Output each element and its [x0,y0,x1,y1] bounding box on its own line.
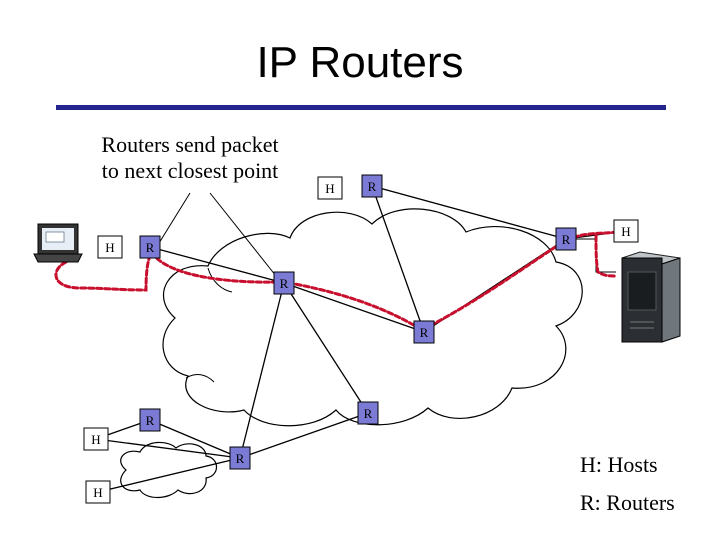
router-r-right: R [555,227,577,251]
router-label-r-top: R [368,179,377,194]
host-h-server: H [613,219,639,243]
router-r-center: R [273,271,295,295]
slide-title: IP Routers [256,38,464,87]
host-box-h-bottom-2 [85,480,111,504]
router-r-top: R [361,174,383,198]
router-box-r-center [273,271,295,295]
callout-line-1: Routers send packet [101,132,279,157]
server-tower-icon [621,251,681,343]
router-label-r-mid: R [420,325,429,340]
router-label-r-bottom-center: R [236,451,245,466]
laptop-icon [33,223,83,263]
host-box-h-top [317,176,343,200]
host-box-h-server [613,219,639,243]
cloud-inner-curve-2 [207,267,233,293]
host-box-h-bottom-1 [83,427,109,451]
host-h-laptop: H [97,235,123,259]
legend-hosts: H: Hosts [580,452,658,477]
router-r-bottom-right: R [357,401,379,425]
router-r-bottom-left: R [139,408,161,432]
router-r-left: R [139,235,161,259]
link-r-top-to-r-mid [371,185,425,333]
router-r-bottom-center: R [229,446,251,470]
network-links [66,185,627,493]
router-box-r-bottom-center [229,446,251,470]
router-r-mid: R [413,320,435,344]
small-cloud [120,441,218,499]
router-label-r-bottom-right: R [364,406,373,421]
callout-line-2: to next closest point [101,158,279,183]
callout-pointer-1 [155,192,191,249]
title-underline [56,105,666,110]
host-label-h-laptop: H [105,240,114,255]
legend-routers: R: Routers [580,490,675,515]
link-r-center-to-r-mid [283,282,425,333]
internet-cloud [162,208,583,427]
router-box-r-bottom-left [139,408,161,432]
callout-pointer-2 [209,192,277,277]
laptop-screen-window [45,231,65,243]
host-h-bottom-1: H [83,427,109,451]
link-r-bottom-left-to-r-bottom-center [149,419,241,459]
link-r-left-to-r-center [149,246,285,284]
router-box-r-right [555,227,577,251]
host-label-h-server: H [621,224,630,239]
network-nodes: H R H R R H R R R R R H H [83,174,639,504]
server-side [661,257,681,343]
router-box-r-bottom-right [357,401,379,425]
host-label-h-bottom-2: H [93,485,102,500]
router-box-r-mid [413,320,435,344]
link-r-center-to-r-bottom-center [239,282,285,459]
server-panel [627,271,657,311]
router-label-r-bottom-left: R [146,413,155,428]
host-box-h-laptop [97,235,123,259]
host-label-h-top: H [325,181,334,196]
internet-cloud-outline [162,208,583,427]
router-box-r-top [361,174,383,198]
router-label-r-left: R [146,240,155,255]
link-r-bottom-right-to-r-bottom-center [239,412,369,459]
callout-text: Routers send packet to next closest poin… [80,132,300,184]
laptop-base [33,253,83,263]
link-r-center-to-r-bottom-right [283,282,369,414]
host-label-h-bottom-1: H [91,432,100,447]
host-h-top: H [317,176,343,200]
link-h-bottom-1-to-r-bottom-center [95,438,241,459]
link-h-bottom-2-to-r-bottom-center [97,457,241,493]
cloud-inner-curve-1 [185,374,215,383]
legend: H: Hosts R: Routers [570,448,700,520]
router-label-r-right: R [562,232,571,247]
link-r-top-to-r-right [371,185,567,240]
host-h-bottom-2: H [85,480,111,504]
small-cloud-outline [120,441,218,499]
router-label-r-center: R [280,276,289,291]
router-box-r-left [139,235,161,259]
